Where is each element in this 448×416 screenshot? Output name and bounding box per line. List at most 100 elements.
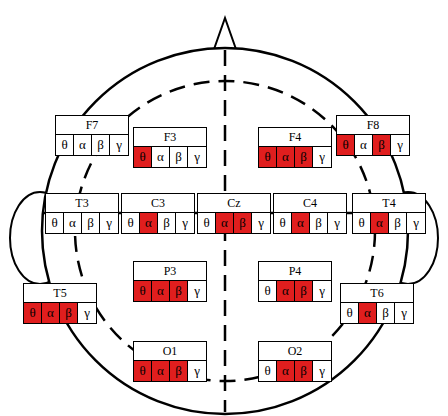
band-cell: α [74, 135, 92, 155]
band-cell: θ [134, 147, 152, 167]
band-label: θ [198, 213, 215, 233]
band-cell: γ [176, 213, 194, 233]
band-cell: β [310, 213, 328, 233]
band-label: γ [188, 361, 206, 381]
head-circle [42, 48, 408, 414]
electrode-label: T5 [24, 284, 96, 303]
band-cell: β [389, 213, 407, 233]
band-label: γ [391, 135, 409, 155]
band-label: γ [313, 147, 331, 167]
electrode-box: P3θαβγ [133, 261, 207, 302]
band-label: β [310, 213, 327, 233]
band-cell: α [152, 361, 170, 381]
band-label: γ [313, 361, 331, 381]
band-label: θ [274, 213, 291, 233]
band-label: θ [353, 213, 370, 233]
band-cell: θ [46, 213, 64, 233]
band-cell: θ [122, 213, 140, 233]
band-cell: β [234, 213, 252, 233]
band-label: β [377, 303, 394, 323]
band-label: β [170, 361, 187, 381]
band-label: α [42, 303, 59, 323]
electrode-box: C4θαβγ [273, 193, 347, 234]
band-cell: γ [100, 213, 118, 233]
electrode-box: F7θαβγ [55, 115, 129, 156]
band-label: γ [313, 281, 331, 301]
band-cell: β [82, 213, 100, 233]
electrode-label: P3 [134, 262, 206, 281]
band-cell: γ [313, 281, 331, 301]
band-cell: γ [188, 281, 206, 301]
band-label: α [371, 213, 388, 233]
band-label: β [373, 135, 390, 155]
band-cell: γ [407, 213, 425, 233]
band-cell: θ [353, 213, 371, 233]
band-cell: β [295, 281, 313, 301]
band-label: β [234, 213, 251, 233]
band-cell: θ [274, 213, 292, 233]
electrode-box: P4θαβγ [258, 261, 332, 302]
electrode-box: O2θαβγ [258, 341, 332, 382]
electrode-box: F8θαβγ [336, 115, 410, 156]
band-cell: γ [78, 303, 96, 323]
band-label: α [152, 361, 169, 381]
band-label: γ [252, 213, 270, 233]
band-cell: α [216, 213, 234, 233]
band-cell: θ [259, 361, 277, 381]
electrode-box: T4θαβγ [352, 193, 426, 234]
electrode-label: O1 [134, 342, 206, 361]
band-cell: γ [313, 147, 331, 167]
band-label: θ [24, 303, 41, 323]
electrode-label: F8 [337, 116, 409, 135]
band-cell: β [170, 361, 188, 381]
band-cell: γ [391, 135, 409, 155]
band-cell: γ [110, 135, 128, 155]
band-label: θ [134, 361, 151, 381]
electrode-label: T3 [46, 194, 118, 213]
band-cell: α [277, 147, 295, 167]
band-label: γ [407, 213, 425, 233]
band-label: β [92, 135, 109, 155]
band-label: θ [259, 361, 276, 381]
electrode-box: F4θαβγ [258, 127, 332, 168]
electrode-box: C3θαβγ [121, 193, 195, 234]
band-label: γ [100, 213, 118, 233]
band-label: α [277, 281, 294, 301]
band-cell: α [64, 213, 82, 233]
band-cell: θ [134, 281, 152, 301]
band-label: γ [78, 303, 96, 323]
band-label: α [74, 135, 91, 155]
band-cell: α [42, 303, 60, 323]
band-cell: β [295, 147, 313, 167]
electrode-label: F3 [134, 128, 206, 147]
electrode-box: T5θαβγ [23, 283, 97, 324]
band-cell: γ [313, 361, 331, 381]
electrode-label: C3 [122, 194, 194, 213]
band-cell: θ [337, 135, 355, 155]
electrode-label: F4 [259, 128, 331, 147]
band-label: β [170, 281, 187, 301]
band-label: α [64, 213, 81, 233]
band-cell: α [152, 281, 170, 301]
band-label: α [359, 303, 376, 323]
band-label: β [170, 147, 187, 167]
band-label: α [277, 361, 294, 381]
band-cell: θ [198, 213, 216, 233]
band-cell: α [277, 281, 295, 301]
band-label: θ [341, 303, 358, 323]
electrode-label: O2 [259, 342, 331, 361]
band-label: γ [176, 213, 194, 233]
band-label: α [355, 135, 372, 155]
band-cell: γ [188, 361, 206, 381]
band-cell: β [158, 213, 176, 233]
band-cell: α [359, 303, 377, 323]
electrode-label: P4 [259, 262, 331, 281]
electrode-label: C4 [274, 194, 346, 213]
band-label: α [140, 213, 157, 233]
band-cell: α [140, 213, 158, 233]
band-cell: α [292, 213, 310, 233]
band-cell: α [355, 135, 373, 155]
band-label: α [152, 281, 169, 301]
band-label: γ [328, 213, 346, 233]
